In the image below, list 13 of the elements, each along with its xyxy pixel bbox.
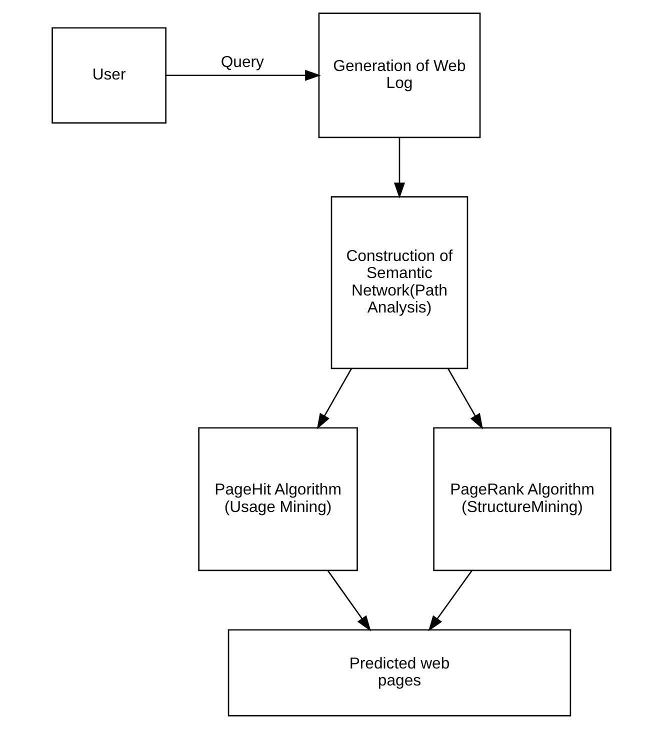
node-box: User (51, 27, 166, 124)
arrow (326, 570, 370, 632)
arrow (428, 570, 472, 632)
arrow (316, 368, 352, 430)
node-box: Generation of Web Log (318, 12, 480, 138)
node-box: PageHit Algorithm (Usage Mining) (198, 427, 358, 572)
edge-label: Query (220, 54, 264, 71)
node-box: Construction of Semantic Network(Path Analysis) (330, 196, 468, 370)
node-box: Predicted web pages (227, 629, 571, 716)
node-box: PageRank Algorithm (StructureMining) (432, 427, 611, 572)
arrow (393, 138, 405, 198)
arrow (446, 368, 482, 430)
arrow (166, 70, 320, 81)
